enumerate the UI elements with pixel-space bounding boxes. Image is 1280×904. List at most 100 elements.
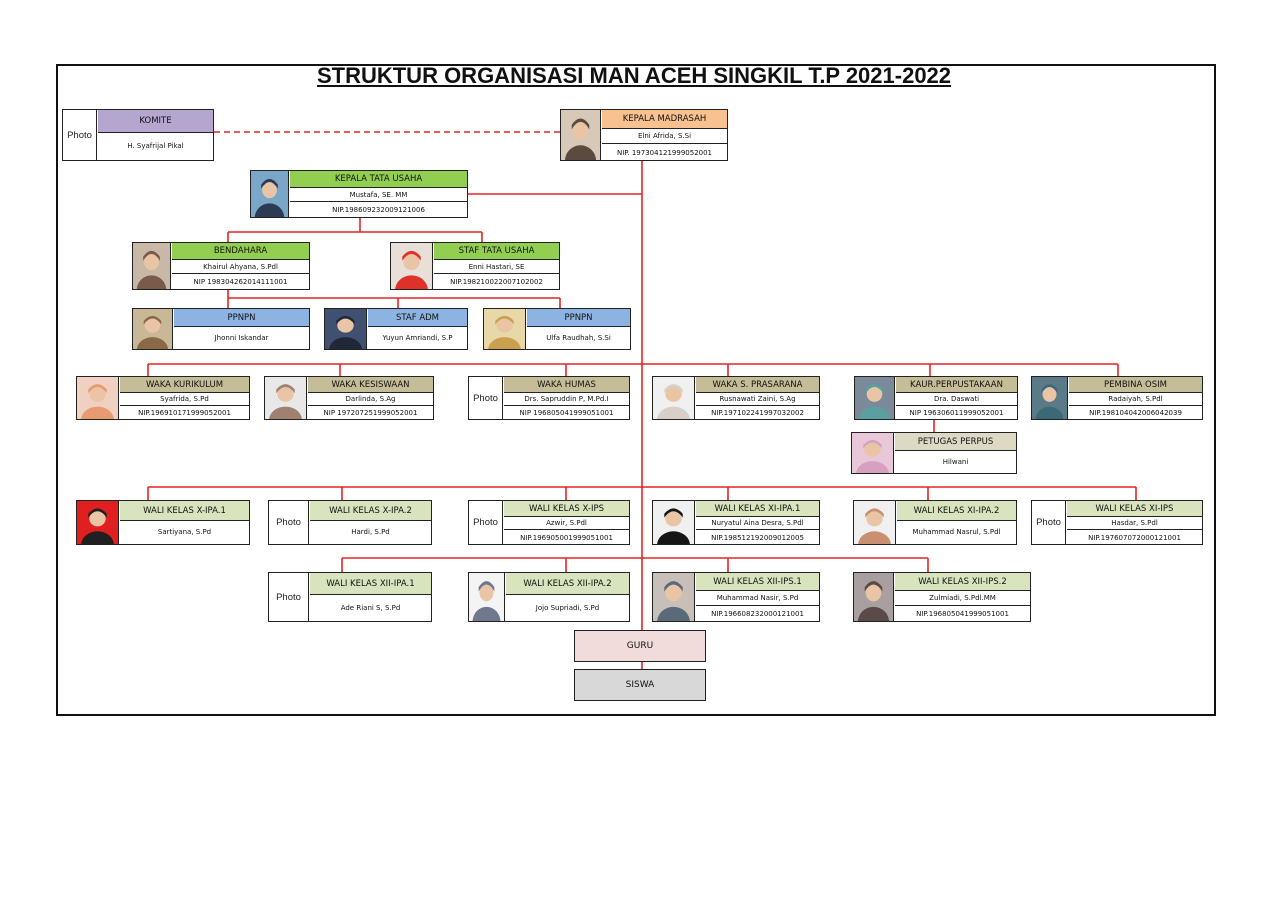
nip-number: NIP 198304262014111001	[193, 278, 288, 286]
org-card-komite: Photo KOMITE H. Syafrijal Pikal	[62, 109, 214, 161]
nip-number: NIP 196306011999052001	[909, 409, 1004, 417]
person-name: Muhammad Nasir, S.Pd	[696, 591, 819, 606]
photo-placeholder: Photo	[469, 501, 503, 544]
person-name: Sartiyana, S.Pd	[157, 528, 212, 536]
chart-frame	[56, 64, 1216, 716]
role-title: BENDAHARA	[172, 243, 309, 260]
person-name: Drs. Sapruddin P, M.Pd.I	[504, 393, 629, 406]
role-title: STAF TATA USAHA	[434, 243, 559, 260]
role-title: PETUGAS PERPUS	[895, 433, 1016, 451]
org-card-ppnpn1: PPNPN Jhonni Iskandar	[132, 308, 310, 350]
person-photo	[852, 433, 894, 473]
role-title: WALI KELAS XII-IPA.1	[310, 573, 431, 595]
role-title: WALI KELAS XI-IPA.1	[696, 501, 819, 517]
role-title: PPNPN	[174, 309, 309, 327]
nip-number: NIP.198512192009012005	[711, 533, 804, 542]
photo-placeholder-label: Photo	[473, 517, 498, 528]
role-title: WALI KELAS XII-IPS.1	[696, 573, 819, 591]
person-name: Elni Afrida, S.Si	[602, 129, 727, 144]
nip-number: NIP.196608232000121001	[711, 610, 804, 618]
person-photo	[561, 110, 601, 160]
person-photo	[133, 243, 171, 289]
photo-placeholder: Photo	[269, 573, 309, 621]
person-photo	[653, 573, 695, 621]
page-title: STRUKTUR ORGANISASI MAN ACEH SINGKIL T.P…	[316, 63, 952, 88]
person-name: Enni Hastari, SE	[434, 260, 559, 274]
person-photo	[469, 573, 505, 621]
person-photo	[653, 377, 695, 419]
role-title: KAUR.PERPUSTAKAAN	[896, 377, 1017, 393]
person-photo	[1032, 377, 1068, 419]
nip-number: NIP 196805041999051001	[519, 409, 614, 417]
photo-placeholder-label: Photo	[276, 591, 301, 603]
role-title: KOMITE	[98, 110, 213, 133]
role-title: WALI KELAS XI-IPA.2	[897, 501, 1016, 521]
person-name: Jojo Supriadi, S.Pd	[535, 603, 600, 612]
photo-placeholder-label: Photo	[276, 517, 301, 528]
role-title: WAKA KURIKULUM	[120, 377, 249, 393]
nip-number: NIP 197207251999052001	[323, 409, 418, 417]
person-name: Zulmiadi, S.Pdl.MM	[895, 591, 1030, 606]
photo-placeholder: Photo	[469, 377, 503, 419]
photo-placeholder-label: Photo	[67, 129, 92, 141]
person-photo	[265, 377, 307, 419]
nip-number: NIP.197102241997032002	[711, 409, 804, 417]
person-photo	[77, 501, 119, 544]
photo-placeholder: Photo	[63, 110, 97, 160]
role-title: WALI KELAS X-IPA.1	[120, 501, 249, 521]
photo-placeholder-label: Photo	[473, 392, 498, 404]
org-card-stafAdm: STAF ADM Yuyun Amriandi, S.P	[324, 308, 468, 350]
org-card-perpus: PETUGAS PERPUS Hilwani	[851, 432, 1017, 474]
role-title: WAKA S. PRASARANA	[696, 377, 819, 393]
person-name: H. Syafrijal Pikal	[127, 142, 184, 150]
nip-number: NIP.196910171999052001	[138, 409, 231, 417]
person-name: Mustafa, SE. MM	[290, 188, 467, 202]
person-name: Ulfa Raudhah, S.Si	[546, 333, 611, 342]
person-photo	[251, 171, 289, 217]
role-title: WALI KELAS X-IPA.2	[310, 501, 431, 521]
person-name: Hilwani	[942, 457, 969, 466]
role-title: STAF ADM	[368, 309, 467, 327]
person-name: Yuyun Amriandi, S.P	[382, 333, 453, 342]
nip-number: NIP.198609232009121006	[332, 206, 425, 214]
person-name: Ade Riani S, S.Pd	[340, 603, 401, 612]
role-title: WAKA HUMAS	[504, 377, 629, 393]
nip-number: NIP. 197304121999052001	[616, 148, 713, 157]
person-photo	[77, 377, 119, 419]
guru-box: GURU	[574, 630, 706, 662]
person-photo	[854, 573, 894, 621]
role-title: PEMBINA OSIM	[1069, 377, 1202, 393]
person-name: Jhonni Iskandar	[214, 333, 269, 342]
person-photo	[391, 243, 433, 289]
person-name: Rusnawati Zaini, S.Ag	[696, 393, 819, 406]
person-photo	[325, 309, 367, 349]
person-name: Khairul Ahyana, S.Pdl	[172, 260, 309, 274]
role-title: KEPALA TATA USAHA	[290, 171, 467, 188]
role-title: WALI KELAS XII-IPS.2	[895, 573, 1030, 591]
person-photo	[854, 501, 896, 544]
nip-number: NIP.198104042006042039	[1089, 409, 1182, 417]
person-photo	[133, 309, 173, 349]
nip-number: NIP.196805041999051001	[916, 610, 1009, 618]
person-name: Hardi, S.Pd	[351, 528, 390, 536]
nip-number: NIP.197607072000121001	[1088, 533, 1181, 542]
photo-placeholder: Photo	[269, 501, 309, 544]
photo-placeholder-label: Photo	[1036, 517, 1061, 528]
